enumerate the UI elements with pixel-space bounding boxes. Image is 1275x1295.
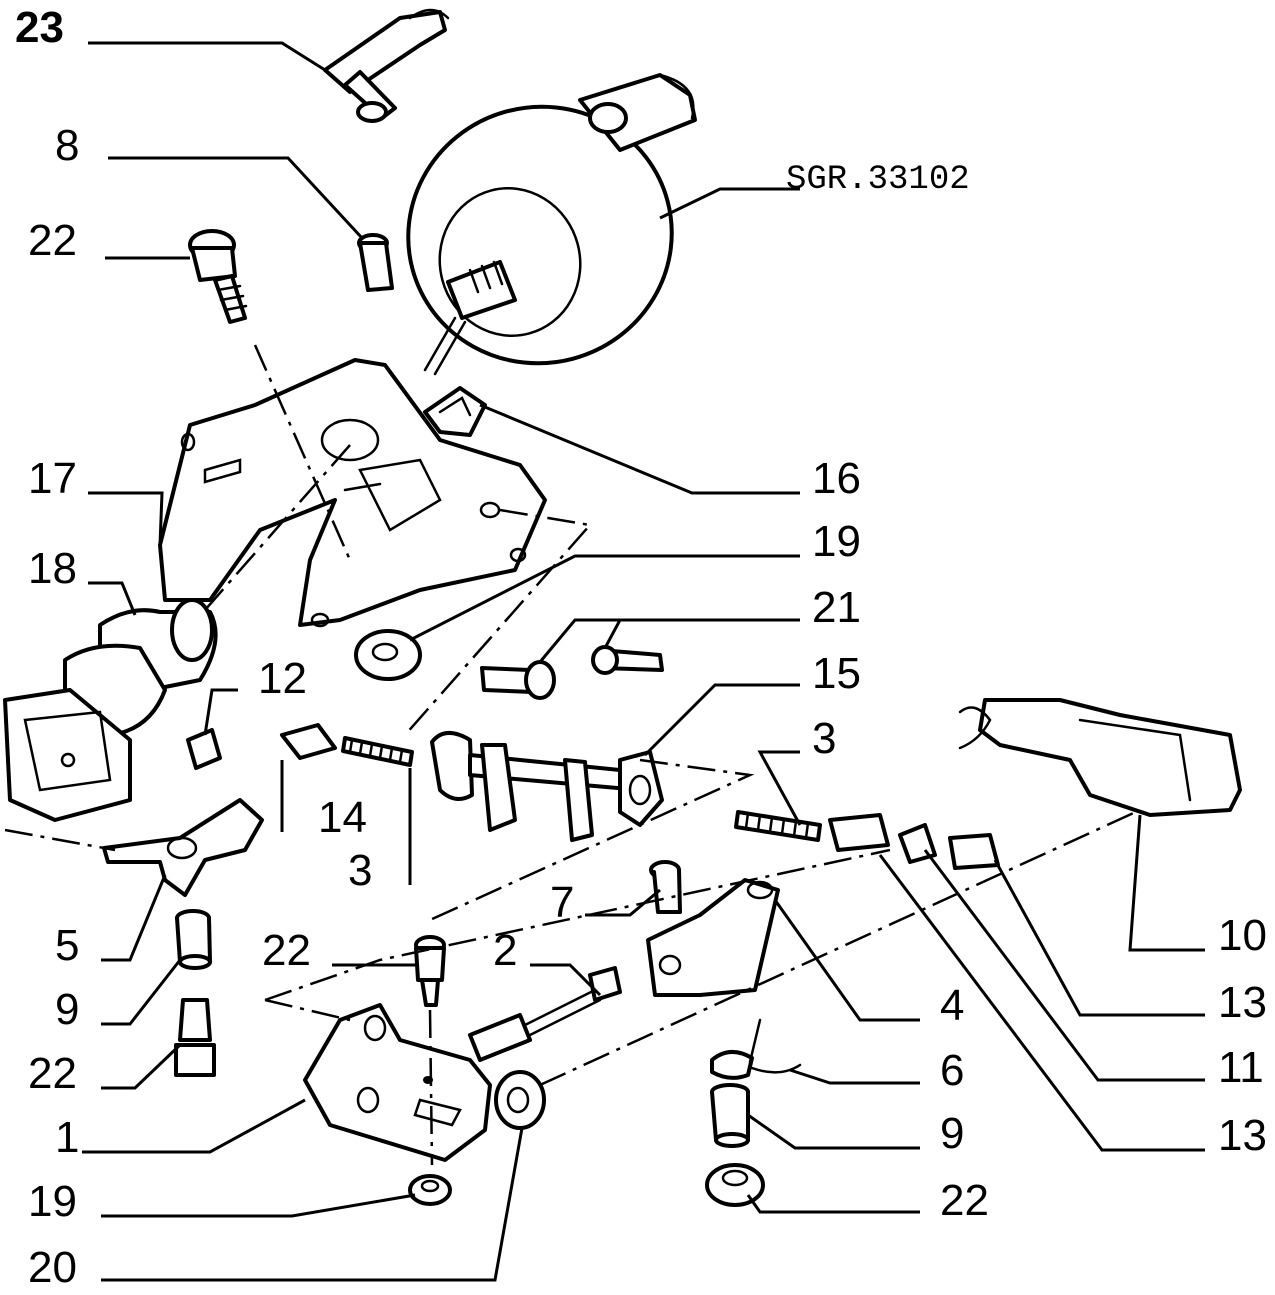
callout-22-bottom: 22	[940, 1176, 989, 1225]
callout-15: 15	[812, 649, 861, 698]
part-20-grommet	[494, 1070, 546, 1130]
part-19-grommet-bottom	[408, 1174, 452, 1206]
callout-18: 18	[28, 544, 77, 593]
part-1-base-plate	[303, 1003, 492, 1162]
callout-6: 6	[940, 1046, 964, 1095]
part-9-spacer-right	[710, 1083, 750, 1148]
callout-11: 11	[1218, 1043, 1264, 1092]
callout-17: 17	[28, 454, 77, 503]
callout-13-lower: 13	[1218, 1111, 1267, 1160]
callout-7: 7	[550, 878, 574, 927]
callout-13-upper: 13	[1218, 978, 1267, 1027]
callout-2: 2	[493, 926, 517, 975]
callout-20: 20	[28, 1243, 77, 1292]
callout-19-right: 19	[812, 517, 861, 566]
part-22-nut-left	[174, 998, 216, 1077]
part-8-pin	[357, 233, 394, 292]
assembly-axes	[4, 344, 1141, 1166]
callout-19-bottom: 19	[28, 1177, 77, 1226]
callout-22-mid: 22	[262, 926, 311, 975]
part-brake-servo	[406, 73, 697, 376]
callout-3-right: 3	[812, 714, 836, 763]
part-23-clip	[323, 8, 450, 123]
reference-code: SGR.33102	[786, 161, 970, 199]
leader-lines	[82, 41, 1205, 1282]
callout-23: 23	[15, 3, 64, 52]
part-12-block	[186, 728, 222, 770]
part-13-bushing-lower	[948, 833, 1000, 870]
part-3-spring-right	[734, 810, 822, 842]
callout-1: 1	[55, 1113, 79, 1162]
part-3-spring-left	[341, 736, 414, 767]
part-16-clip	[423, 386, 487, 437]
part-19-grommet-right	[354, 629, 422, 681]
part-14-bushing	[280, 723, 337, 760]
part-15-shaft	[430, 731, 664, 842]
callout-5: 5	[55, 921, 79, 970]
callout-9-left: 9	[55, 985, 79, 1034]
callout-4: 4	[940, 981, 964, 1030]
callout-12: 12	[258, 654, 307, 703]
callout-10: 10	[1218, 911, 1267, 960]
part-4-selector	[646, 878, 780, 997]
callout-8: 8	[55, 121, 79, 170]
callout-3-left: 3	[348, 846, 372, 895]
callout-14: 14	[318, 793, 367, 842]
part-13-bushing-upper	[828, 813, 890, 852]
part-22-bolt-mid	[414, 935, 446, 1007]
callout-22-top: 22	[28, 216, 77, 265]
part-5-lever	[102, 798, 264, 897]
part-21-bolts	[480, 645, 664, 700]
part-18-boot	[3, 598, 218, 822]
part-6-spring	[710, 1018, 802, 1080]
callout-16: 16	[812, 454, 861, 503]
callout-9-right: 9	[940, 1109, 964, 1158]
part-22-nut-bottom	[705, 1163, 765, 1207]
part-10-cover	[958, 698, 1242, 817]
callout-labels: 23 8 22 17 18 12 14 3 5 9 22 1 19 20 SGR…	[15, 3, 1267, 1292]
callout-21: 21	[812, 583, 861, 632]
part-2-rod	[468, 966, 622, 1062]
callout-22-left: 22	[28, 1049, 77, 1098]
part-9-spacer-left	[175, 909, 212, 970]
part-7-pin	[649, 860, 682, 914]
part-22-bolt-top	[188, 229, 248, 324]
part-17-bracket	[158, 358, 547, 628]
